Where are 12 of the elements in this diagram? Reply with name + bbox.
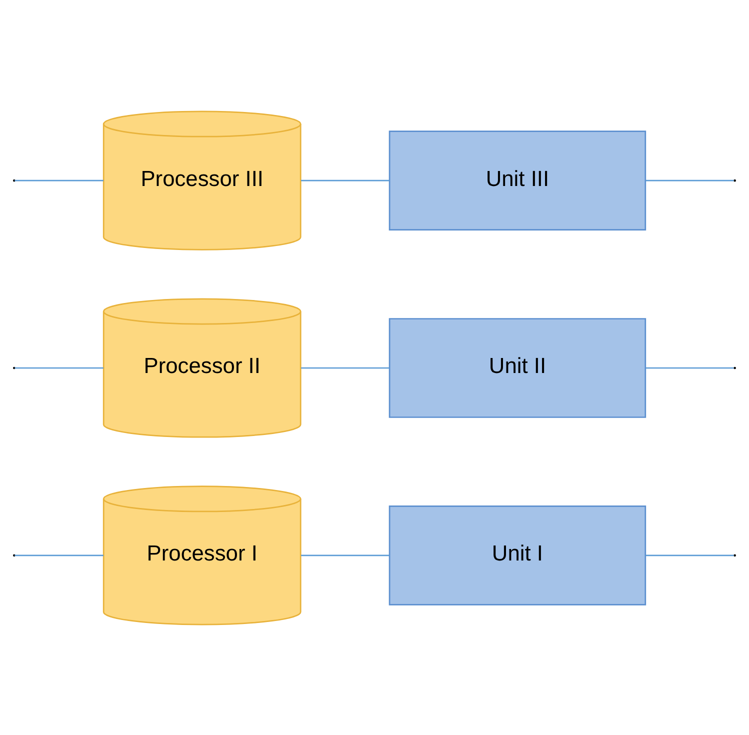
connector xyxy=(14,366,104,368)
connector xyxy=(301,179,390,181)
connector xyxy=(14,179,104,181)
connector xyxy=(301,366,390,368)
node-box: Unit II xyxy=(388,318,646,418)
connector xyxy=(301,554,390,556)
connector xyxy=(14,554,104,556)
connector xyxy=(646,366,734,368)
node-box: Unit III xyxy=(388,130,646,230)
connector xyxy=(646,554,734,556)
connector xyxy=(646,179,734,181)
node-box: Unit I xyxy=(388,505,646,605)
